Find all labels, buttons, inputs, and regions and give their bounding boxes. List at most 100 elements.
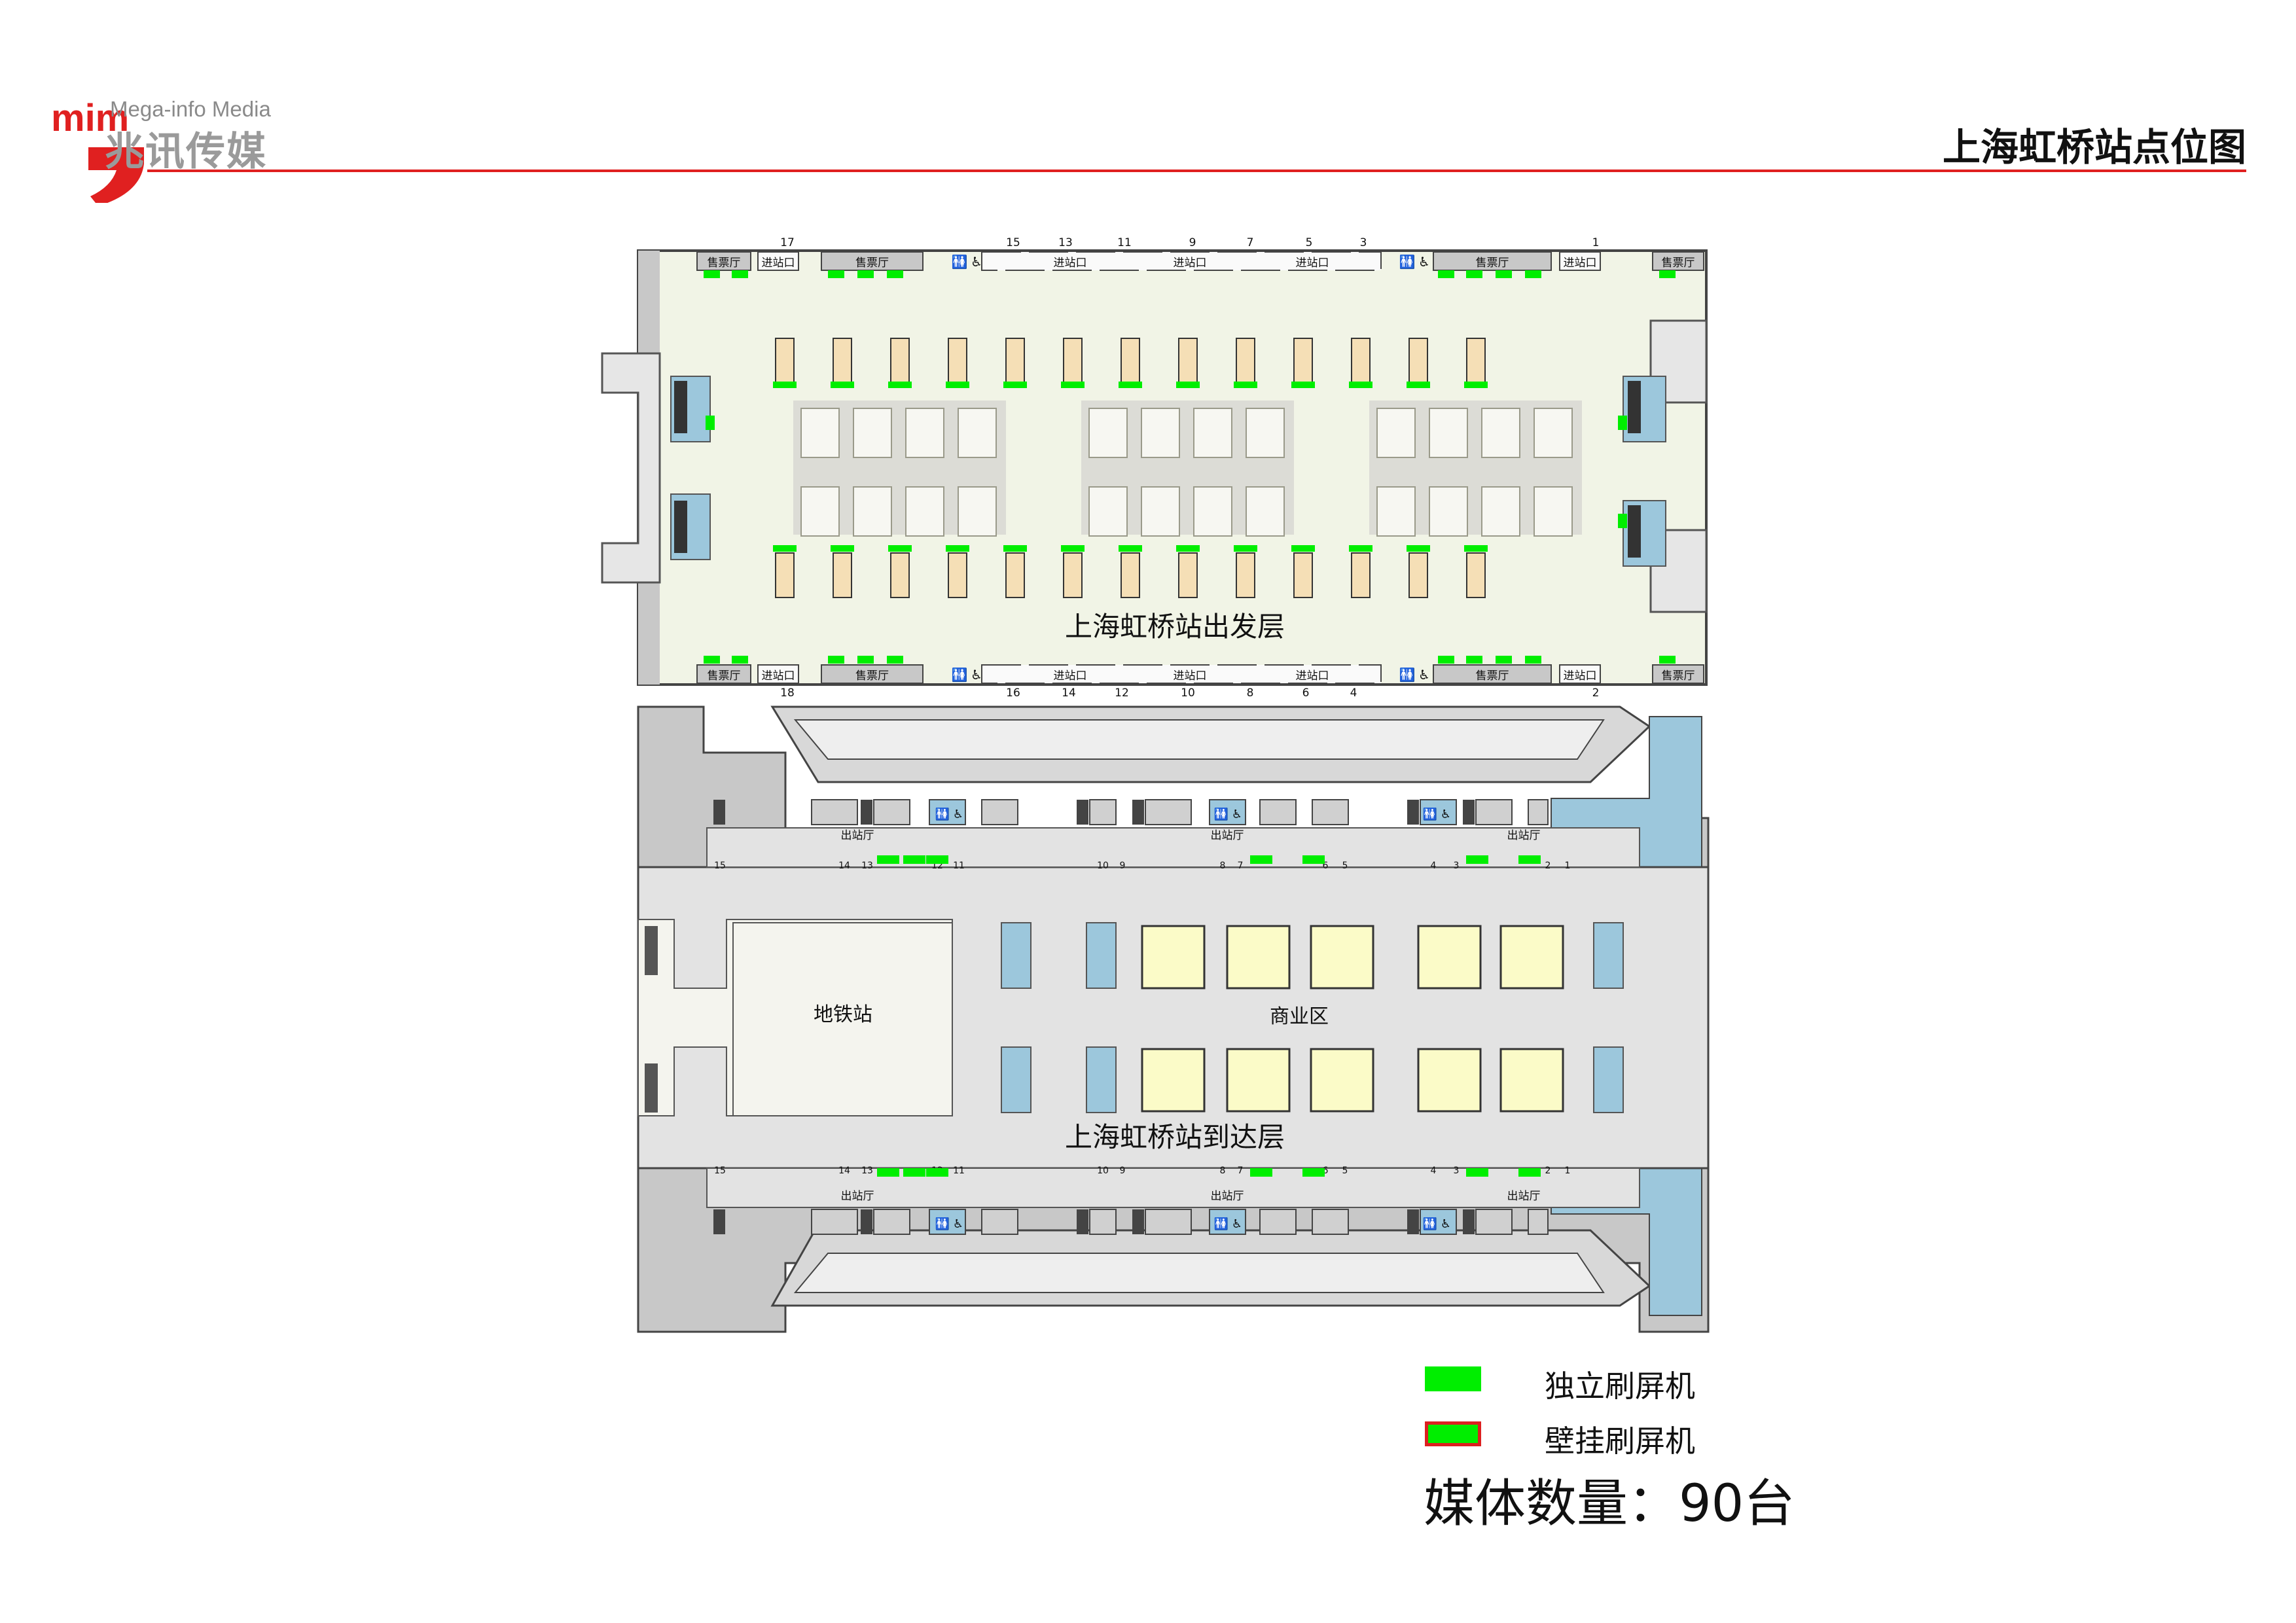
brand-name-en: Mega-info Media (110, 97, 271, 121)
escalator-icon (1628, 381, 1641, 433)
service-area (1593, 922, 1624, 989)
standalone-screen (1438, 270, 1454, 278)
ticket-hall (821, 251, 924, 271)
room (1475, 1209, 1513, 1235)
standalone-screen (887, 656, 903, 664)
media-count: 媒体数量：90台 (1424, 1474, 1795, 1533)
metro-station-block (732, 922, 953, 1116)
exit-number: 10 (1097, 861, 1109, 871)
standalone-screen (1250, 855, 1272, 864)
entrance-strip (981, 251, 1382, 271)
entrance-label: 进站口 (1564, 669, 1597, 683)
standalone-screen (1525, 656, 1541, 664)
ticket-hall (1433, 251, 1552, 271)
gate-number: 15 (1006, 236, 1020, 249)
commercial-shops (1141, 925, 1564, 1113)
gate-number: 2 (1592, 687, 1600, 700)
seat-block (1481, 408, 1520, 458)
service-area (1086, 1046, 1117, 1113)
wheelchair-icon: ♿ (953, 808, 963, 821)
kiosk (1293, 338, 1313, 383)
gate-number: 11 (1117, 236, 1132, 249)
exit-number: 7 (1238, 861, 1244, 871)
wheelchair-icon: ♿ (1418, 667, 1430, 683)
room (1145, 1209, 1192, 1235)
header-divider (147, 169, 2246, 172)
escalator-icon (1463, 800, 1475, 825)
kiosk (1466, 552, 1486, 598)
wheelchair-icon: ♿ (971, 254, 982, 270)
entrance (1559, 251, 1601, 271)
escalator-icon (645, 926, 658, 975)
wheelchair-icon: ♿ (1441, 808, 1451, 821)
escalator-icon (674, 381, 687, 433)
standalone-screen (1061, 382, 1085, 388)
wheelchair-icon: ♿ (1418, 254, 1430, 270)
exit-number: 15 (714, 1166, 726, 1176)
seat-block (1088, 408, 1128, 458)
escalator-icon (713, 800, 725, 825)
kiosk (1178, 338, 1198, 383)
escalator-icon (674, 501, 687, 553)
standalone-screen (946, 545, 969, 552)
seat-block (1088, 486, 1128, 537)
kiosk (1351, 338, 1371, 383)
gate-number: 18 (780, 687, 795, 700)
standalone-screen (1464, 545, 1488, 552)
kiosk (1466, 338, 1486, 383)
standalone-screen (1659, 656, 1676, 664)
standalone-screen (1250, 1168, 1272, 1177)
entrance-label: 进站口 (762, 257, 795, 270)
seat-block (1141, 408, 1180, 458)
standalone-screen (1234, 545, 1257, 552)
seat-block (905, 408, 944, 458)
shop (1141, 925, 1206, 990)
standalone-screen (1466, 270, 1482, 278)
service-area (1001, 922, 1031, 989)
exit-hall-label: 出站厅 (1507, 1190, 1541, 1203)
standalone-screen (706, 416, 715, 430)
standalone-screen (926, 855, 948, 864)
kiosk (775, 552, 795, 598)
standalone-screen (888, 382, 912, 388)
standalone-screen (1464, 382, 1488, 388)
exit-hall-label: 出站厅 (1211, 829, 1244, 842)
seat-block (1534, 408, 1573, 458)
waiting-seating-area (793, 401, 1582, 537)
room (811, 1209, 858, 1235)
kiosk (1293, 552, 1313, 598)
entrance (757, 251, 799, 271)
ticket-hall-label: 售票厅 (1662, 257, 1695, 270)
shop (1310, 925, 1374, 990)
exit-hall-label: 出站厅 (1507, 829, 1541, 842)
kiosk (1236, 552, 1255, 598)
seat-block (1193, 408, 1232, 458)
standalone-screen (1291, 382, 1315, 388)
standalone-screen (1003, 382, 1027, 388)
room (981, 799, 1018, 825)
departure-west-wing (601, 352, 661, 584)
shop (1226, 1048, 1291, 1113)
standalone-screen (704, 270, 720, 278)
escalator-icon (1077, 800, 1088, 825)
kiosk (948, 552, 967, 598)
seat-block (800, 486, 840, 537)
standalone-screen (1061, 545, 1085, 552)
entrance-label: 进站口 (1054, 257, 1087, 270)
shop (1310, 1048, 1374, 1113)
exit-number: 13 (861, 1166, 873, 1176)
gate-number: 7 (1247, 236, 1254, 249)
toilet-icon: 🚻 (952, 667, 968, 683)
shop (1417, 1048, 1482, 1113)
brand-logo: mim (51, 97, 144, 203)
escalator-icon (1628, 505, 1641, 558)
standalone-screen (704, 656, 720, 664)
standalone-screen (1291, 545, 1315, 552)
exit-number: 8 (1220, 861, 1226, 871)
standalone-screen (732, 270, 748, 278)
seat-block (1246, 408, 1285, 458)
seat-block (1429, 408, 1468, 458)
